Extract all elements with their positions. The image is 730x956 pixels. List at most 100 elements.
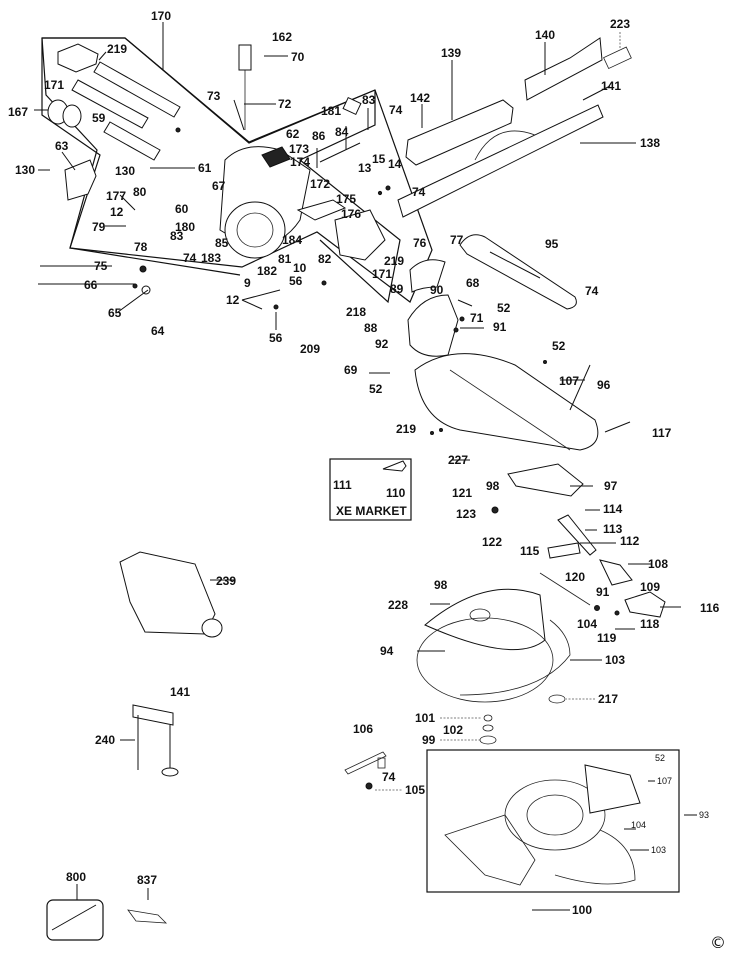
callout-800: 800 xyxy=(66,870,86,884)
callout-171: 171 xyxy=(372,267,392,281)
callout-82: 82 xyxy=(318,252,332,266)
callout-52: 52 xyxy=(552,339,566,353)
callout-74: 74 xyxy=(412,185,426,199)
arm-96-slot xyxy=(449,369,571,451)
callout-81: 81 xyxy=(278,252,292,266)
callout-175: 175 xyxy=(336,192,356,206)
callout-9: 9 xyxy=(244,276,251,290)
guard-76 xyxy=(409,259,446,293)
callout-100: 100 xyxy=(572,903,592,917)
callout-52: 52 xyxy=(497,301,511,315)
callout-138: 138 xyxy=(640,136,660,150)
callout-75: 75 xyxy=(94,259,108,273)
rod-84 xyxy=(319,142,361,163)
carriage-bracket-left xyxy=(42,37,376,144)
callout-219: 219 xyxy=(384,254,404,268)
dust-bag-nozzle xyxy=(201,618,223,638)
callout-84: 84 xyxy=(335,125,349,139)
carriage-group-outline xyxy=(41,37,433,303)
callout-70: 70 xyxy=(291,50,305,64)
callout-74: 74 xyxy=(183,251,197,265)
lower-link xyxy=(334,209,386,261)
callout-239: 239 xyxy=(216,574,236,588)
base-rail-arch xyxy=(474,130,536,161)
callout-162: 162 xyxy=(272,30,292,44)
callout-114: 114 xyxy=(603,502,623,516)
base-assembly-93 xyxy=(444,764,641,886)
callout-79: 79 xyxy=(92,220,106,234)
leader-lines xyxy=(34,22,697,911)
callout-107: 107 xyxy=(559,374,579,388)
callout-117: 117 xyxy=(652,426,672,440)
wrench-106 xyxy=(344,751,387,775)
callout-172: 172 xyxy=(310,177,330,191)
callout-72: 72 xyxy=(278,97,292,111)
table-insert-95 xyxy=(459,234,577,310)
gear-plate xyxy=(296,199,347,221)
arm-96 xyxy=(414,353,599,451)
xe-market-label: XE MARKET xyxy=(336,504,407,518)
callout-93: 93 xyxy=(699,810,709,820)
copyright-symbol: © xyxy=(710,933,726,952)
callout-52: 52 xyxy=(655,753,665,763)
callout-77: 77 xyxy=(450,233,464,247)
callout-14: 14 xyxy=(388,157,402,171)
callout-141: 141 xyxy=(170,685,190,699)
callout-105: 105 xyxy=(405,783,425,797)
callout-183: 183 xyxy=(201,251,221,265)
callout-111: 111 xyxy=(333,478,352,492)
callout-13: 13 xyxy=(358,161,372,175)
kit-837-parts xyxy=(127,909,168,924)
callout-240: 240 xyxy=(95,733,115,747)
callout-15: 15 xyxy=(372,152,386,166)
base-rail-138 xyxy=(397,104,604,218)
callout-130: 130 xyxy=(115,164,135,178)
carriage-bracket-line-a xyxy=(41,37,241,276)
ring-94 xyxy=(416,617,554,703)
callout-74: 74 xyxy=(585,284,599,298)
kit-800-tool xyxy=(51,904,97,931)
callout-83: 83 xyxy=(362,93,376,107)
callout-90: 90 xyxy=(430,283,444,297)
xe-market-box xyxy=(329,458,412,521)
plate-115 xyxy=(547,542,581,559)
ring-99 xyxy=(479,735,497,745)
callout-102: 102 xyxy=(443,723,463,737)
bracket-63 xyxy=(64,159,97,201)
callout-97: 97 xyxy=(604,479,618,493)
key-110 xyxy=(382,460,407,472)
callout-86: 86 xyxy=(312,129,326,143)
callout-65: 65 xyxy=(108,306,122,320)
callout-10: 10 xyxy=(293,261,307,275)
motor-housing xyxy=(219,146,311,259)
callout-217: 217 xyxy=(598,692,618,706)
callout-227: 227 xyxy=(448,453,468,467)
callout-116: 116 xyxy=(700,601,720,615)
callout-171: 171 xyxy=(44,78,64,92)
callout-56: 56 xyxy=(269,331,283,345)
callout-56: 56 xyxy=(289,274,303,288)
callout-121: 121 xyxy=(452,486,472,500)
callout-83: 83 xyxy=(170,229,184,243)
callout-71: 71 xyxy=(470,311,484,325)
cap-106 xyxy=(377,757,386,769)
callout-101: 101 xyxy=(415,711,435,725)
callout-228: 228 xyxy=(388,598,408,612)
callout-61: 61 xyxy=(198,161,212,175)
callout-99: 99 xyxy=(422,733,436,747)
callout-76: 76 xyxy=(413,236,427,250)
dust-bag-239 xyxy=(119,551,216,635)
callout-103: 103 xyxy=(605,653,625,667)
callout-95: 95 xyxy=(545,237,559,251)
callout-219: 219 xyxy=(396,422,416,436)
blade-guard xyxy=(407,294,459,357)
bushing-70 xyxy=(238,44,252,71)
callout-184: 184 xyxy=(282,233,302,247)
washer-101 xyxy=(483,714,493,722)
callout-106: 106 xyxy=(353,722,373,736)
callout-91: 91 xyxy=(596,585,610,599)
hardware-dots xyxy=(132,127,620,790)
callout-219: 219 xyxy=(107,42,127,56)
callout-130: 130 xyxy=(15,163,35,177)
callout-113: 113 xyxy=(603,522,623,536)
